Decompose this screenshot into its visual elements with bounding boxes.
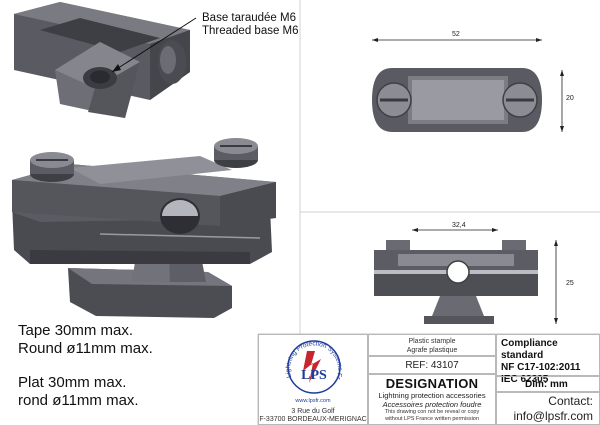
ref-number: REF: 43107 <box>405 360 459 371</box>
designation-fr: Accessoires protection foudre <box>382 400 482 409</box>
compliance-std1: NF C17-102:2011 <box>501 362 581 373</box>
name-en: Plastic stample <box>408 338 456 345</box>
clip-assembly-isometric <box>12 138 276 318</box>
compliance-title: Compliance standard <box>501 338 558 361</box>
top-view-drawing <box>372 38 564 132</box>
dim-front-width: 32,4 <box>452 222 466 229</box>
address-line2: F-33700 BORDEAUX-MERIGNAC <box>259 416 367 423</box>
logo-url: www.lpsfr.com <box>295 398 331 404</box>
disclaimer-line2: without LPS France written permission <box>385 416 479 422</box>
ref-cell: REF: 43107 <box>368 356 496 374</box>
logo-mark: LPS <box>301 368 327 383</box>
contact-label: Contact: <box>548 394 593 408</box>
designation-cell: DESIGNATION Lightning protection accesso… <box>368 374 496 425</box>
front-view-drawing <box>374 228 558 324</box>
spec-rond: rond ø11mm max. <box>18 392 139 409</box>
designation-en: Lightning protection accessories <box>378 391 486 400</box>
lps-logo: Lightning Protection Systems France LPS <box>259 335 343 394</box>
address-line1: 3 Rue du Golf <box>291 408 335 415</box>
specs-en: Tape 30mm max. Round ø11mm max. <box>18 322 153 358</box>
spec-tape: Tape 30mm max. <box>18 322 134 339</box>
dim-unit-cell: Dim: mm <box>496 376 600 392</box>
dim-top-height: 20 <box>566 95 574 102</box>
compliance-cell: Compliance standard NF C17-102:2011 IEC … <box>496 334 600 385</box>
disclaimer-line1: This drawing con not be reveal or copy <box>384 409 480 415</box>
spec-round: Round ø11mm max. <box>18 340 153 357</box>
threaded-base-isometric <box>14 2 197 118</box>
name-fr: Agrafe plastique <box>406 347 458 354</box>
contact-cell: Contact: info@lpsfr.com <box>496 392 600 425</box>
designation-title: DESIGNATION <box>385 376 479 391</box>
callout-label: Base taraudée M6 Threaded base M6 <box>202 12 299 38</box>
compliance-std2: IEC 62305 <box>501 374 549 385</box>
spec-plat: Plat 30mm max. <box>18 374 127 391</box>
contact-email[interactable]: info@lpsfr.com <box>513 409 593 423</box>
dim-front-height: 25 <box>566 280 574 287</box>
name-cell: Plastic stample Agrafe plastique <box>368 334 496 356</box>
lightning-bolt-icon <box>303 351 321 383</box>
callout-line-en: Threaded base M6 <box>202 25 299 37</box>
specs-fr: Plat 30mm max. rond ø11mm max. <box>18 374 139 410</box>
dim-top-width: 52 <box>452 31 460 38</box>
logo-cell: Lightning Protection Systems France LPS … <box>258 334 368 425</box>
dim-unit: Dim: mm <box>525 379 568 390</box>
callout-line-fr: Base taraudée M6 <box>202 12 296 24</box>
